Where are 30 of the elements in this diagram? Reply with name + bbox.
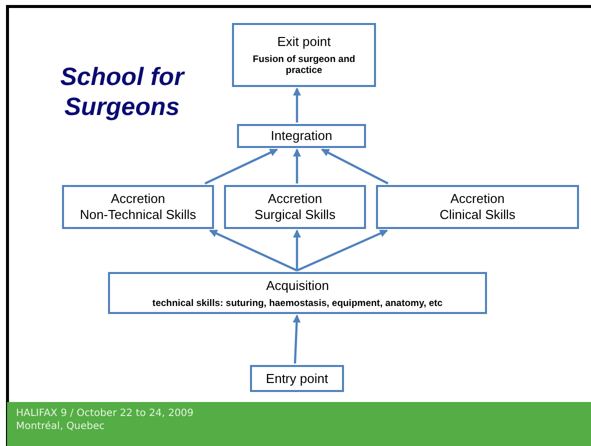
box-heading: Accretion xyxy=(110,191,166,207)
process-box xyxy=(62,185,214,229)
arrow xyxy=(204,148,278,184)
arrow xyxy=(293,148,301,184)
footer-text: Montréal, Quebec xyxy=(16,420,106,433)
process-box xyxy=(376,185,579,229)
arrow xyxy=(292,314,301,364)
process-box xyxy=(224,185,366,229)
arrow xyxy=(293,230,301,270)
box-heading: Accretion xyxy=(268,191,322,207)
footer-text: HALIFAX 9 / October 22 to 24, 2009 xyxy=(16,407,194,420)
box-heading: Accretion xyxy=(450,191,505,207)
box-text: Fusion of surgeon and practice xyxy=(252,54,356,76)
slide-title: School for Surgeons xyxy=(59,62,186,122)
box-text: Surgical Skills xyxy=(254,207,336,223)
process-box xyxy=(237,124,366,148)
box-text: Clinical Skills xyxy=(440,207,516,223)
arrow xyxy=(321,148,388,184)
box-heading: Acquisition xyxy=(266,278,329,294)
arrow xyxy=(293,88,301,122)
process-box xyxy=(232,23,376,87)
box-heading: Entry point xyxy=(266,370,328,386)
arrow xyxy=(209,230,298,272)
process-box xyxy=(250,365,344,392)
arrow xyxy=(296,230,388,272)
box-heading: Integration xyxy=(270,128,332,144)
process-box xyxy=(108,272,487,314)
box-text: Non-Technical Skills xyxy=(80,207,196,223)
box-text: technical skills: suturing, haemostasis, equipment, anatomy, etc xyxy=(151,298,444,308)
box-heading: Exit point xyxy=(277,34,331,50)
